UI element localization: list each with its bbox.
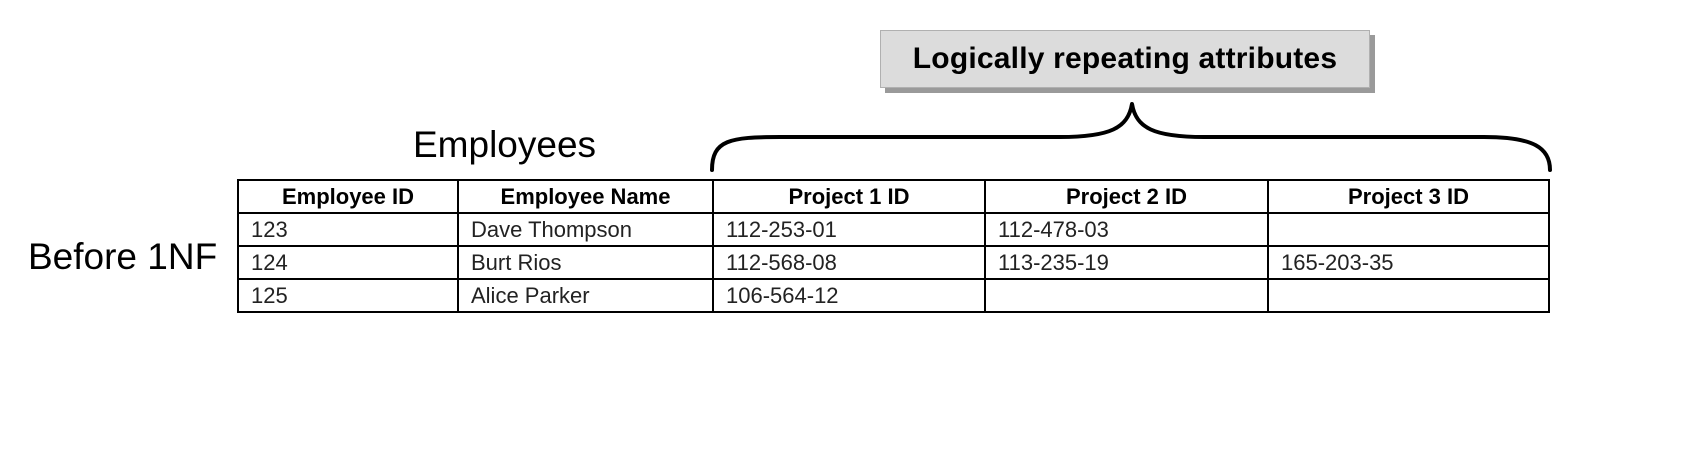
- table-row: 124 Burt Rios 112-568-08 113-235-19 165-…: [237, 245, 1550, 280]
- header-project-1-id: Project 1 ID: [712, 179, 986, 214]
- table-row: 125 Alice Parker 106-564-12: [237, 278, 1550, 313]
- header-employee-id: Employee ID: [237, 179, 459, 214]
- cell-employee-id: 125: [237, 278, 459, 313]
- cell-project-3-id: [1267, 278, 1550, 313]
- cell-employee-id: 124: [237, 245, 459, 280]
- cell-employee-name: Dave Thompson: [457, 212, 714, 247]
- before-1nf-label: Before 1NF: [28, 236, 218, 277]
- cell-project-3-id: [1267, 212, 1550, 247]
- table-row: 123 Dave Thompson 112-253-01 112-478-03: [237, 212, 1550, 247]
- header-project-3-id: Project 3 ID: [1267, 179, 1550, 214]
- cell-project-2-id: 112-478-03: [984, 212, 1269, 247]
- cell-project-3-id: 165-203-35: [1267, 245, 1550, 280]
- cell-employee-name: Burt Rios: [457, 245, 714, 280]
- cell-project-1-id: 112-253-01: [712, 212, 986, 247]
- callout-text: Logically repeating attributes: [912, 42, 1338, 75]
- cell-project-1-id: 112-568-08: [712, 245, 986, 280]
- table-header-row: Employee ID Employee Name Project 1 ID P…: [237, 179, 1550, 214]
- repeating-attributes-callout: Logically repeating attributes: [880, 30, 1370, 88]
- cell-project-2-id: [984, 278, 1269, 313]
- header-project-2-id: Project 2 ID: [984, 179, 1269, 214]
- table-title: Employees: [413, 124, 597, 165]
- employees-table: Employee ID Employee Name Project 1 ID P…: [237, 179, 1550, 313]
- cell-project-1-id: 106-564-12: [712, 278, 986, 313]
- header-employee-name: Employee Name: [457, 179, 714, 214]
- cell-project-2-id: 113-235-19: [984, 245, 1269, 280]
- cell-employee-id: 123: [237, 212, 459, 247]
- cell-employee-name: Alice Parker: [457, 278, 714, 313]
